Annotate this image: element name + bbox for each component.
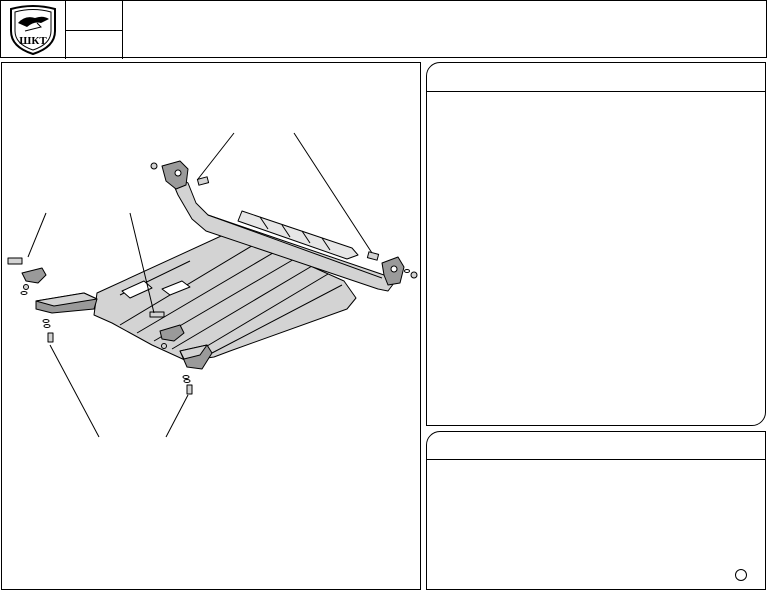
title-block-header: ШКТ [0, 0, 767, 59]
nut [23, 162, 418, 349]
notes-divider [427, 459, 765, 460]
plate-cutout [121, 280, 153, 299]
center-clip [159, 324, 185, 342]
logo-text: ШКТ [19, 35, 47, 47]
bolt [7, 176, 380, 395]
plate-rib [119, 240, 261, 326]
revision-divider [66, 30, 122, 31]
shield-logo-icon: ШКТ [10, 5, 56, 56]
parts-list-panel [426, 62, 766, 426]
crankcase-guard-plate [93, 230, 357, 362]
leader-line [27, 132, 373, 438]
left-crossbar-bracket [161, 160, 189, 190]
upper-left-clip [21, 267, 47, 284]
washer [20, 269, 410, 383]
circle-marker-icon [735, 569, 747, 581]
assembly-drawing [7, 132, 418, 438]
notes-panel [426, 431, 766, 590]
assembly-drawing-panel [1, 62, 421, 590]
parts-list-divider [427, 91, 765, 92]
logo-cell: ШКТ [1, 1, 66, 59]
document-title [123, 1, 767, 59]
revision-cell [66, 1, 123, 59]
